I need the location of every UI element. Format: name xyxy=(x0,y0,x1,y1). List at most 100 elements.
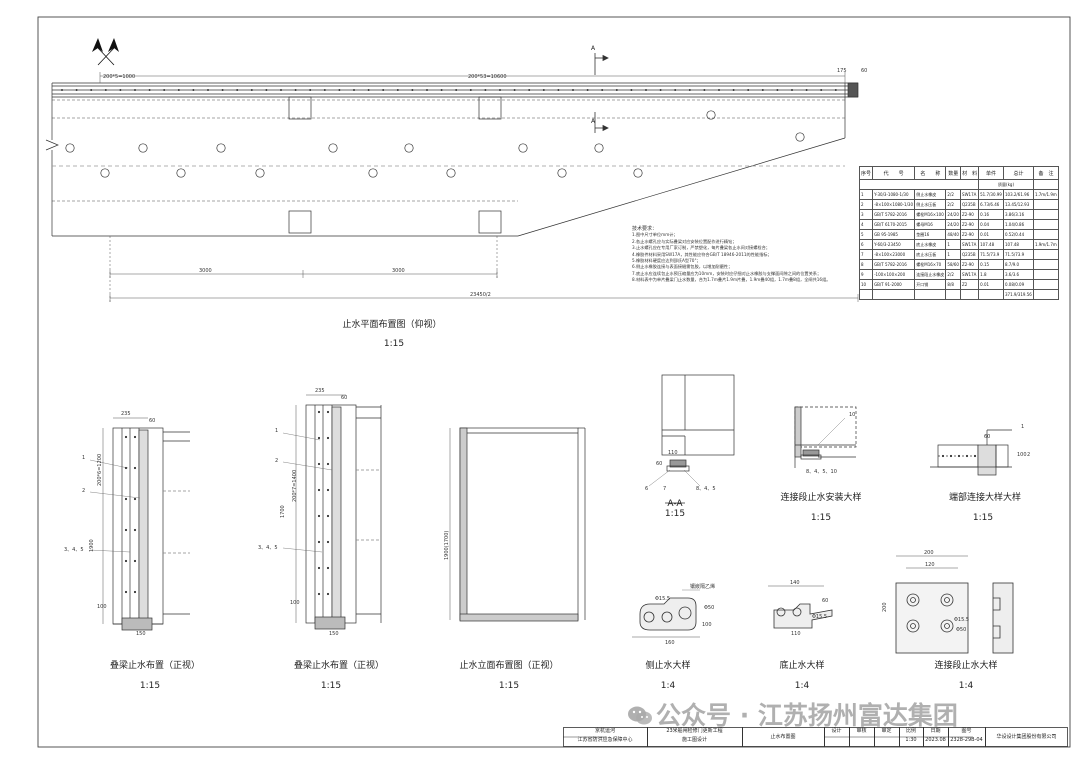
detail-title: 止水立面布置图（正视） xyxy=(459,661,559,671)
field-label: 比例 xyxy=(905,728,916,734)
plan-dim-end-b: 60 xyxy=(861,68,868,74)
table-cell: 1.7m/1.9m xyxy=(1032,189,1060,200)
table-cell: 0.01 xyxy=(978,229,1004,240)
bolt-dot xyxy=(674,89,677,91)
notes-line: 8.材料表中为单片叠梁门止水数量，合为1.7m叠片1.9m片叠，1.9m叠40组… xyxy=(632,277,831,283)
leader-label: 6 xyxy=(645,486,649,492)
table-cell: 1.9m/1.7m xyxy=(1032,239,1060,250)
bolt-dot xyxy=(718,89,720,91)
detail-scale: 1:4 xyxy=(660,681,676,691)
table-cell: GB 95-1985 xyxy=(872,229,916,240)
detail-dim: Φ15.5 xyxy=(655,596,671,602)
detail-scale: 1:4 xyxy=(794,681,810,691)
field-date: 日期 2023.08 xyxy=(923,727,949,747)
leader-label: 7 xyxy=(663,486,667,492)
table-cell: 8.7/9.0 xyxy=(1002,259,1034,270)
bolt-dot xyxy=(957,454,961,458)
bolt-dot xyxy=(317,488,321,492)
table-cell: 0.08/0.09 xyxy=(1002,279,1034,290)
owner-line-2: 江苏省防洪应急保障中心 xyxy=(577,737,633,743)
table-cell xyxy=(1032,229,1060,240)
bolt-dot xyxy=(484,89,487,91)
table-cell: 1.8 xyxy=(978,269,1004,280)
scale-value: 1:30 xyxy=(905,737,917,743)
table-cell: 3 xyxy=(858,209,874,220)
bolt-dot xyxy=(411,89,414,91)
detail-joint-seal xyxy=(895,555,1014,654)
table-cell xyxy=(1032,279,1060,290)
table-cell: 开口销 xyxy=(914,279,947,290)
col-header: 材 料 xyxy=(960,166,980,180)
bolt-dot xyxy=(326,488,330,492)
notes-line: 1.图中尺寸单位mm计； xyxy=(632,232,678,238)
table-cell: Z2 xyxy=(960,279,980,290)
bolt-dot xyxy=(326,436,330,440)
col-header: 总计 xyxy=(1002,166,1034,180)
bolt-dot xyxy=(177,89,180,91)
detail-elevation xyxy=(449,427,586,622)
field-scale: 比例 1:30 xyxy=(899,727,924,747)
table-cell xyxy=(1032,269,1060,280)
bolt-dot xyxy=(221,89,224,91)
table-cell: 0.16 xyxy=(978,209,1004,220)
field-review: 审核 xyxy=(849,727,875,747)
table-cell: GB/T 5782-2016 xyxy=(872,209,916,220)
table-cell: SW17A xyxy=(960,189,980,200)
detail-dim: 60 xyxy=(822,598,829,604)
section-marker-a xyxy=(594,53,609,133)
table-cell: 371.9/319.56 xyxy=(1002,289,1034,300)
detail-dim: 100 xyxy=(97,604,107,610)
detail-scale: 1:15 xyxy=(320,681,342,691)
detail-6-bolt-row xyxy=(941,454,977,458)
table-row: 371.9/319.56 xyxy=(858,289,1060,300)
detail-dim: Φ15.5 xyxy=(812,614,828,620)
table-cell: 2/2 xyxy=(945,269,962,280)
bolt-dot xyxy=(426,89,428,91)
bolt-dot xyxy=(250,89,253,91)
bolt-dot xyxy=(834,89,837,91)
bolt-dot xyxy=(382,89,385,91)
notes-line: 3.止水螺孔应在专用厂家订制，严禁塑化，每片叠梁各止水间对接螺栓合； xyxy=(632,245,770,251)
bolt-dot xyxy=(104,89,107,91)
bolt-dot xyxy=(499,89,501,91)
table-cell: 0.04 xyxy=(978,219,1004,230)
table-cell xyxy=(1032,219,1060,230)
bolt-dot xyxy=(192,89,195,91)
drawing-no-value: 2328-29B-04 xyxy=(950,737,983,743)
table-cell: 6.73/6.46 xyxy=(978,199,1004,210)
col-header: 单件 xyxy=(978,166,1004,180)
leader-label: 镶嵌隔乙烯 xyxy=(690,584,716,590)
notes-heading: 技术要求： xyxy=(632,226,658,232)
leader-label: 3、4、5 xyxy=(258,545,278,551)
field-design: 设计 xyxy=(824,727,850,747)
table-cell: Q235B xyxy=(960,249,980,260)
project-line-2: 施工图设计 xyxy=(681,737,707,743)
table-cell: 1 xyxy=(945,249,962,260)
plan-scale: 1:15 xyxy=(383,339,405,349)
bolt-dot xyxy=(317,462,321,466)
plan-dim-seg1: 3000 xyxy=(199,268,212,274)
table-cell xyxy=(858,289,874,300)
bolt-dot xyxy=(469,89,472,91)
col-header: 名 称 xyxy=(914,166,947,180)
detail-dim: 110 xyxy=(668,450,678,456)
parts-table-header: 序号 代 号 名 称 数量 材 料 单件 总计 备 注 xyxy=(858,166,1060,180)
bolt-dot xyxy=(317,514,321,518)
detail-dim: 200 xyxy=(924,550,934,556)
table-cell: 垫圈16 xyxy=(914,229,947,240)
plan-dim-end-a: 175 xyxy=(837,68,847,74)
table-cell: 6 xyxy=(858,239,874,250)
bolt-dot xyxy=(133,435,137,439)
table-cell: SW17A xyxy=(960,239,980,250)
bolt-dot xyxy=(90,89,93,91)
bolt-dot xyxy=(513,89,516,91)
table-cell xyxy=(1032,259,1060,270)
table-cell xyxy=(960,289,980,300)
